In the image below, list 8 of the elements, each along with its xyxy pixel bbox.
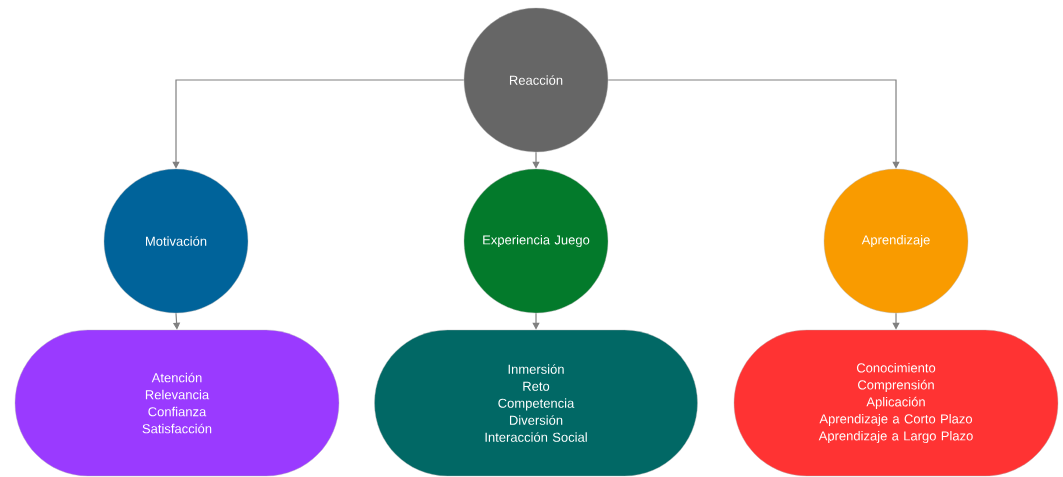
item-pill: Conocimiento Comprensión Aplicación Aprendizaje a Corto Plazo Aprendizaje a Largo Plazo [733, 329, 1059, 477]
arrow [607, 79, 900, 169]
arrow [532, 151, 540, 169]
arrow [532, 312, 540, 330]
item-pill: Atención Relevancia Confianza Satisfacción [14, 329, 340, 477]
arrow [892, 312, 900, 330]
arrow [172, 79, 465, 169]
item-pill: Inmersión Reto Competencia Diversión Interacción Social [374, 329, 698, 477]
